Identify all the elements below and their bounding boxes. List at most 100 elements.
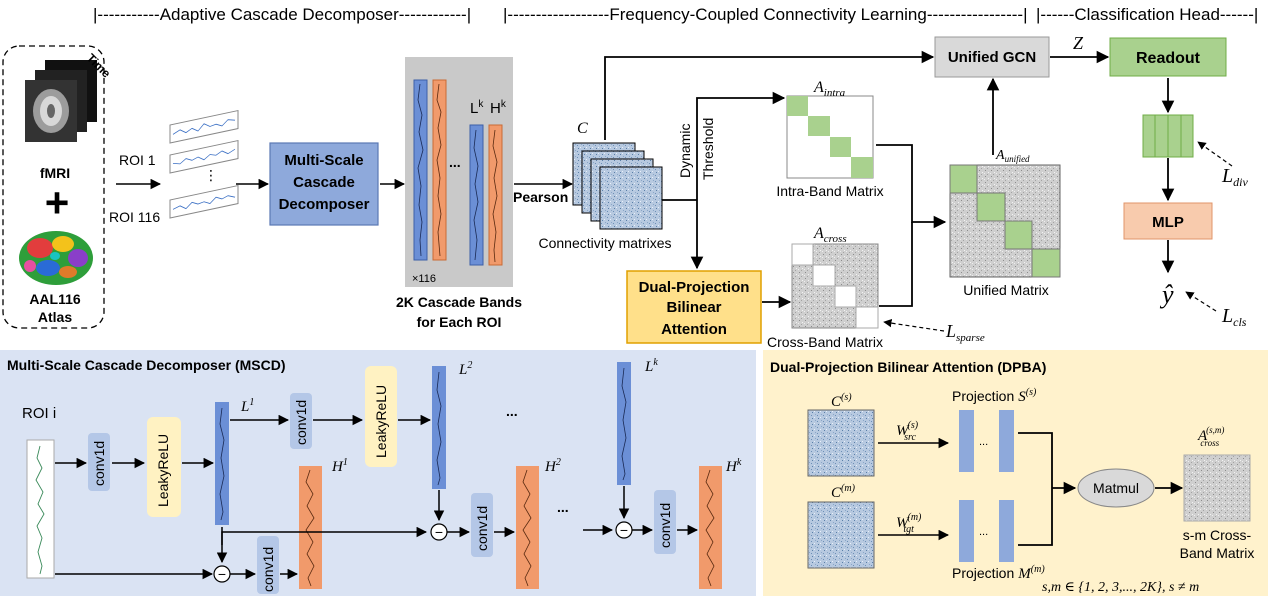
mscd-box-line-1: Multi-Scale (284, 152, 363, 169)
mlp-box: MLP (1123, 202, 1213, 240)
mscd-ellipsis-1: ... (506, 403, 518, 419)
mscd-panel: Multi-Scale Cascade Decomposer (MSCD) RO… (0, 350, 756, 596)
cascade-bands-panel: ... Lk Hk ×116 (405, 57, 513, 287)
conv1d-block-1 (88, 433, 110, 491)
header-section-2: |------------------Frequency-Coupled Con… (503, 5, 1028, 24)
dpba-formula: s,m ∈ {1, 2, 3,..., 2K}, s ≠ m (1042, 580, 1199, 595)
roi-signal-strips: ⋮ (169, 109, 239, 219)
mscd-panel-title: Multi-Scale Cascade Decomposer (MSCD) (7, 357, 286, 373)
unified-gcn-box: Unified GCN (934, 36, 1050, 78)
dynamic-label: Dynamic (677, 124, 693, 178)
readout-box: Readout (1109, 37, 1227, 77)
z-label: Z (1073, 33, 1084, 53)
conv1d-label-3: conv1d (260, 547, 276, 592)
c-label: C (577, 120, 588, 137)
cross-caption: Cross-Band Matrix (767, 334, 883, 350)
mlp-label: MLP (1152, 214, 1184, 231)
fmri-label: fMRI (40, 165, 70, 181)
h1-band (299, 466, 322, 589)
proj-m-dots: ... (979, 526, 988, 538)
hk-band (699, 466, 722, 589)
unified-matrix (949, 164, 1061, 278)
w-src-label: W(s)src (896, 420, 919, 443)
h2-band (516, 466, 539, 589)
matmul-label: Matmul (1093, 480, 1139, 496)
conv1d-block-3 (257, 536, 279, 594)
roi-last-label: ROI 116 (109, 209, 160, 225)
conv1d-block-4 (471, 493, 493, 557)
hk-label: Hk (725, 457, 742, 475)
bands-ellipsis: ... (449, 154, 461, 170)
dpba-panel-title: Dual-Projection Bilinear Attention (DPBA… (770, 359, 1046, 375)
threshold-label: Threshold (700, 118, 716, 180)
mscd-ellipsis-2: ... (557, 499, 569, 515)
minus-label-2: − (435, 524, 443, 540)
dpba-box-line-2: Bilinear (666, 299, 721, 316)
threshold-to-intra (696, 91, 786, 200)
dpba-box-line-1: Dual-Projection (639, 279, 750, 296)
a-unified-label: Aunified (995, 148, 1030, 164)
lk-label: Lk (644, 357, 658, 375)
leaky-label-2: LeakyReLU (373, 385, 389, 458)
unified-caption: Unified Matrix (963, 282, 1049, 298)
leaky-label-1: LeakyReLU (155, 434, 171, 507)
lk-band (617, 362, 631, 485)
embedding-vector (1142, 114, 1194, 158)
leaky-block-1 (147, 417, 181, 517)
cross-to-unified (879, 222, 913, 307)
bands-hk-label: Hk (490, 99, 507, 117)
dpba-box: Dual-Projection Bilinear Attention (626, 270, 762, 344)
c-s-label: C(s) (831, 392, 852, 410)
dpba-panel: Dual-Projection Bilinear Attention (DPBA… (763, 350, 1268, 596)
conv1d-block-2 (290, 393, 312, 449)
proj-s-dots: ... (979, 436, 988, 448)
gcn-label: Unified GCN (948, 49, 1036, 66)
roi-first-label: ROI 1 (119, 152, 156, 168)
h1-label: H1 (331, 457, 348, 475)
matmul-node (1077, 468, 1155, 508)
mscd-box-line-2: Cascade (293, 174, 355, 191)
dpba-caption-1: s-m Cross- (1183, 527, 1252, 543)
pearson-label: Pearson (513, 189, 568, 205)
minus-label-3: − (620, 522, 628, 538)
a-cross-label: Across (813, 225, 847, 245)
proj-s-bar-2 (999, 410, 1014, 472)
intra-to-unified (876, 144, 947, 229)
intra-band-matrix (786, 95, 874, 179)
l-sparse-arrow (883, 318, 945, 332)
bands-lk-label: Lk (470, 99, 484, 117)
minus-label-1: − (218, 566, 226, 582)
conv1d-label-4: conv1d (474, 506, 490, 551)
connectivity-caption: Connectivity matrixes (538, 235, 671, 251)
y-hat-label: ŷ (1159, 280, 1174, 309)
bands-caption-1: 2K Cascade Bands (396, 294, 522, 310)
mscd-box-line-3: Decomposer (279, 196, 370, 213)
proj-s-bar-1 (959, 410, 974, 472)
w-tgt-label: W(m)tgt (896, 512, 922, 535)
brain-atlas-icon (19, 231, 93, 285)
roi-strip-dots: ⋮ (204, 167, 218, 183)
a-cross-sm-label: A(s,m)cross (1197, 425, 1224, 448)
c-m-matrix (807, 501, 875, 569)
plus-sign: + (45, 179, 70, 226)
mscd-box: Multi-Scale Cascade Decomposer (269, 142, 379, 226)
l-sparse-label: Lsparse (945, 321, 985, 344)
roi-i-label: ROI i (22, 405, 56, 422)
bands-times116: ×116 (412, 273, 436, 285)
l1-label: L1 (240, 397, 254, 415)
header-section-3: |------Classification Head------| (1036, 5, 1258, 24)
conv1d-label-5: conv1d (657, 503, 673, 548)
a-intra-label: Aintra (813, 79, 846, 99)
l2-band (432, 366, 446, 489)
l-cls-label: Lcls (1221, 305, 1247, 329)
header-section-1: |-----------Adaptive Cascade Decomposer-… (93, 5, 471, 24)
conn-to-gcn-line (604, 50, 935, 140)
l-cls-arrow (1185, 291, 1217, 312)
h2-label: H2 (544, 457, 561, 475)
l-div-arrow (1197, 141, 1233, 167)
dpba-caption-2: Band Matrix (1180, 545, 1255, 561)
dpba-box-line-3: Attention (661, 321, 727, 338)
input-group: Time fMRI + AAL116 Atlas (2, 45, 114, 329)
conv1d-label-1: conv1d (91, 441, 107, 486)
